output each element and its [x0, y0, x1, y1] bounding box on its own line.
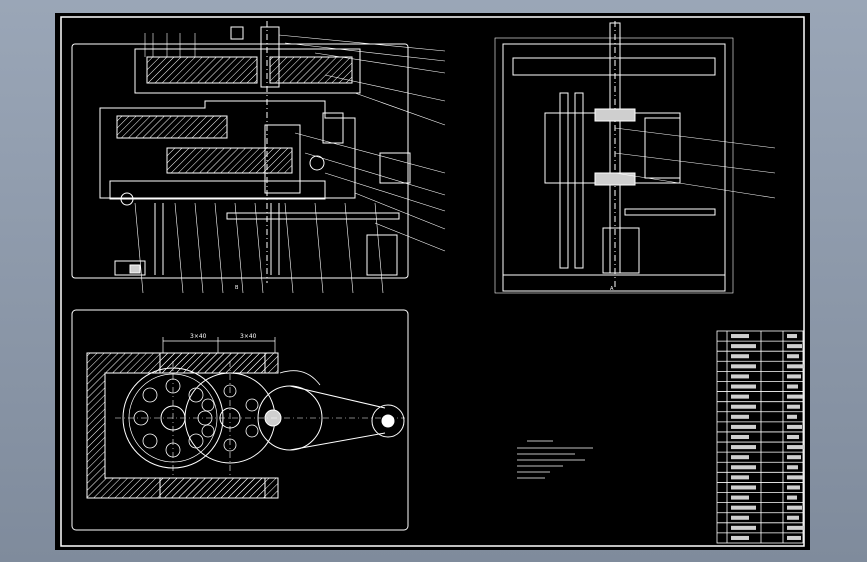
- title-block-frame: [716, 330, 804, 544]
- title-block-cell-text: [787, 485, 800, 490]
- title-block-cell-text: [787, 374, 801, 379]
- title-block-cell-text: [731, 394, 749, 399]
- technical-notes: [517, 440, 593, 479]
- top-gear-housing: [134, 48, 361, 94]
- drive-belt: [289, 385, 386, 451]
- title-block-cell-text: [731, 384, 756, 389]
- intermediate-gear: [166, 147, 293, 174]
- dimension-left-label: 3×40: [190, 333, 207, 340]
- side-view-label: A: [610, 286, 614, 292]
- front-section-view: [71, 21, 446, 294]
- title-block-cell-text: [731, 505, 756, 510]
- title-block-cell-text: [731, 535, 749, 540]
- title-block-cell-text: [731, 364, 756, 369]
- side-top-plate: [512, 57, 716, 76]
- title-block-cell-text: [787, 455, 801, 460]
- plan-view-frame: [71, 309, 409, 531]
- bolt-right: [309, 155, 325, 171]
- title-block-cell-text: [731, 354, 749, 359]
- title-block-cell-text: [787, 364, 804, 369]
- title-block-cell-text: [787, 525, 804, 530]
- title-block-cell-text: [787, 344, 802, 349]
- motor: [366, 234, 398, 276]
- housing-wall-top: [159, 352, 279, 374]
- dimension-right-label: 3×40: [240, 333, 257, 340]
- housing-wall-bottom: [159, 477, 279, 499]
- title-block-cell-text: [787, 434, 799, 440]
- top-gear-left: [146, 56, 258, 84]
- top-gear-right: [269, 56, 353, 84]
- motor-pulley-hub: [381, 414, 395, 428]
- sheet-border: [60, 16, 805, 547]
- title-block-cell-text: [731, 485, 756, 490]
- side-flange: [644, 117, 681, 179]
- title-block-cell-text: [787, 334, 797, 339]
- title-block-cell-text: [731, 465, 756, 470]
- title-block-cell-text: [731, 445, 756, 450]
- side-view: [494, 21, 776, 294]
- side-lower-shaft: [624, 208, 716, 216]
- title-block-cell-text: [787, 495, 797, 500]
- title-block-cell-text: [731, 515, 749, 520]
- title-block-cell-text: [731, 344, 756, 349]
- input-gear: [116, 115, 228, 139]
- title-block-cell-text: [731, 424, 756, 429]
- title-block-cell-text: [731, 434, 749, 440]
- side-box: [379, 152, 411, 184]
- plan-view: [71, 309, 409, 531]
- side-column-right: [574, 92, 584, 269]
- title-block-cell-text: [787, 354, 799, 359]
- title-block-cell-text: [731, 334, 749, 339]
- side-view-outer-frame: [494, 37, 734, 294]
- title-block-cell-text: [731, 495, 749, 500]
- bottom-bearing-row: [109, 180, 326, 200]
- gearbox-body: [99, 100, 356, 199]
- title-block-cell-text: [787, 475, 803, 480]
- front-view-label: B: [235, 285, 239, 291]
- title-block-table: [716, 330, 804, 544]
- title-block-cell-text: [731, 525, 756, 530]
- title-block-cell-text: [787, 505, 802, 510]
- side-bearing-top: [594, 108, 636, 122]
- side-column-left: [559, 92, 569, 269]
- anchor-left: [129, 264, 141, 274]
- side-view-frame: [502, 43, 726, 292]
- motor-pulley-outer: [371, 404, 405, 438]
- title-block-cell-text: [731, 414, 749, 419]
- drawing-sheet[interactable]: 3×40 3×40 A B: [55, 13, 810, 550]
- lower-shaft: [226, 212, 400, 220]
- title-block-cell-text: [787, 515, 799, 520]
- title-block-cell-text: [731, 455, 749, 460]
- side-bearing-bottom: [594, 172, 636, 186]
- shaft-housing: [264, 124, 301, 194]
- foot-left: [114, 260, 146, 276]
- bolt-left: [120, 192, 134, 206]
- title-block-cell-text: [787, 414, 797, 419]
- shaft-cap: [230, 26, 244, 40]
- title-block-cell-text: [731, 404, 756, 409]
- title-block-cell-text: [787, 394, 803, 399]
- title-block-cell-text: [731, 475, 749, 480]
- title-block-cell-text: [787, 445, 804, 450]
- title-block-cell-text: [731, 374, 749, 379]
- title-block-cell-text: [787, 424, 802, 429]
- cad-drawing: 3×40 3×40 A B: [60, 16, 805, 547]
- title-block-cell-text: [787, 535, 801, 540]
- title-block-cell-text: [787, 465, 798, 470]
- side-motor: [602, 227, 640, 274]
- housing-wall-left: [86, 352, 266, 499]
- title-block-cell-text: [787, 384, 798, 389]
- front-view-frame: [71, 43, 409, 279]
- title-block-cell-text: [787, 404, 800, 409]
- vertical-shaft-top: [260, 26, 280, 88]
